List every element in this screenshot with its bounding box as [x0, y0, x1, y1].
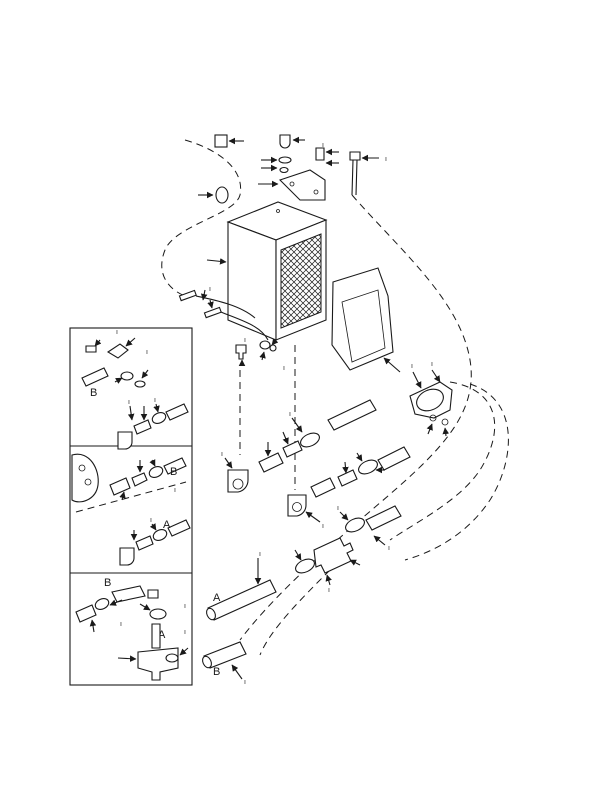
heater-hose-middle	[377, 446, 411, 471]
detail-inset-panels: B ı ı ı ı B	[69, 327, 193, 686]
inset-2: B ı A ı	[71, 453, 191, 566]
inset1-b-label: B	[90, 387, 97, 399]
svg-text:ı: ı	[388, 545, 390, 552]
svg-text:ı: ı	[174, 487, 176, 494]
wire-route-upper	[161, 139, 242, 297]
inset2-b-label: B	[170, 466, 177, 478]
svg-text:ı: ı	[184, 629, 186, 636]
hose-a-label: A	[213, 592, 221, 604]
washer-b	[269, 344, 277, 352]
center-fittings: ı ı ı ı ı ı	[221, 361, 453, 594]
svg-text:ı: ı	[120, 621, 122, 628]
top-hardware-group: ı ı	[198, 134, 387, 204]
hose-nipple-2	[337, 469, 358, 487]
nut-part	[279, 166, 289, 174]
svg-text:ı: ı	[221, 451, 223, 458]
svg-text:ı: ı	[431, 361, 433, 368]
svg-text:ı: ı	[322, 142, 324, 149]
inset2-a-label: A	[163, 519, 171, 531]
svg-text:ı: ı	[244, 679, 246, 686]
hose-route-right-3	[404, 383, 509, 561]
plug-fitting-part	[315, 147, 325, 161]
wire-connector-1	[178, 289, 197, 302]
hose-route-right-2	[389, 381, 496, 541]
svg-text:ı: ı	[150, 517, 152, 524]
pipe-adapter-2	[310, 477, 336, 498]
svg-text:ı: ı	[154, 397, 156, 404]
pipe-adapter-1	[258, 452, 284, 473]
hose-b-label: B	[213, 666, 220, 678]
bottom-box-hardware: ı ı	[235, 337, 285, 372]
fuse-holder-part	[214, 134, 228, 148]
grommet-part	[215, 186, 229, 204]
hose-clamp-2	[358, 459, 378, 475]
svg-text:ı: ı	[289, 411, 291, 418]
hose-clamp-4	[295, 558, 315, 574]
washer-a	[259, 340, 271, 350]
deflector-outer	[331, 267, 394, 371]
hose-clamp-1	[300, 432, 320, 448]
inset3-a-label: A	[158, 629, 166, 641]
heater-hose-upper	[327, 399, 377, 431]
svg-text:ı: ı	[337, 505, 339, 512]
hose-nipple-1	[282, 440, 303, 458]
support-bracket-part	[137, 647, 179, 681]
hose-clamp-3	[345, 517, 365, 533]
tee-fitting	[313, 537, 354, 574]
wire-connector-2	[203, 306, 222, 319]
svg-text:ı: ı	[128, 399, 130, 406]
mounting-bracket-part	[278, 169, 326, 201]
inset-3: B ı A ı ı	[75, 577, 189, 681]
heater-hose-lower	[365, 505, 402, 531]
wire-harness: ı	[178, 286, 269, 341]
inset-frame	[69, 327, 193, 686]
svg-text:ı: ı	[209, 286, 211, 293]
shutoff-valve-elbow-2	[287, 494, 307, 517]
svg-text:ı: ı	[244, 337, 246, 344]
inset-1: B ı ı ı ı	[81, 329, 189, 450]
heater-housing	[206, 201, 328, 341]
drain-valve-part	[235, 344, 247, 360]
elbow-fitting-part	[279, 134, 291, 149]
air-deflector-panel	[331, 267, 401, 373]
svg-text:ı: ı	[116, 329, 118, 336]
long-hoses: A ı B ı	[202, 551, 277, 686]
svg-text:ı: ı	[328, 587, 330, 594]
wiring-and-hose-routing-lines	[161, 139, 509, 656]
bracket-clamp	[416, 388, 444, 412]
svg-text:ı: ı	[322, 523, 324, 530]
svg-text:ı: ı	[184, 603, 186, 610]
svg-text:ı: ı	[385, 156, 387, 163]
heater-grille	[280, 233, 322, 329]
svg-text:ı: ı	[283, 365, 285, 372]
svg-text:ı: ı	[146, 349, 148, 356]
inset3-b-label: B	[104, 577, 111, 589]
hose-route-lower	[259, 569, 331, 656]
shutoff-valve-elbow-1	[227, 469, 249, 493]
heater-box-left-side	[227, 221, 277, 341]
temperature-probe-part	[349, 151, 361, 196]
svg-text:ı: ı	[259, 551, 261, 558]
svg-text:ı: ı	[411, 363, 413, 370]
lock-washer-part	[278, 156, 292, 164]
pump-housing-part	[71, 453, 99, 503]
